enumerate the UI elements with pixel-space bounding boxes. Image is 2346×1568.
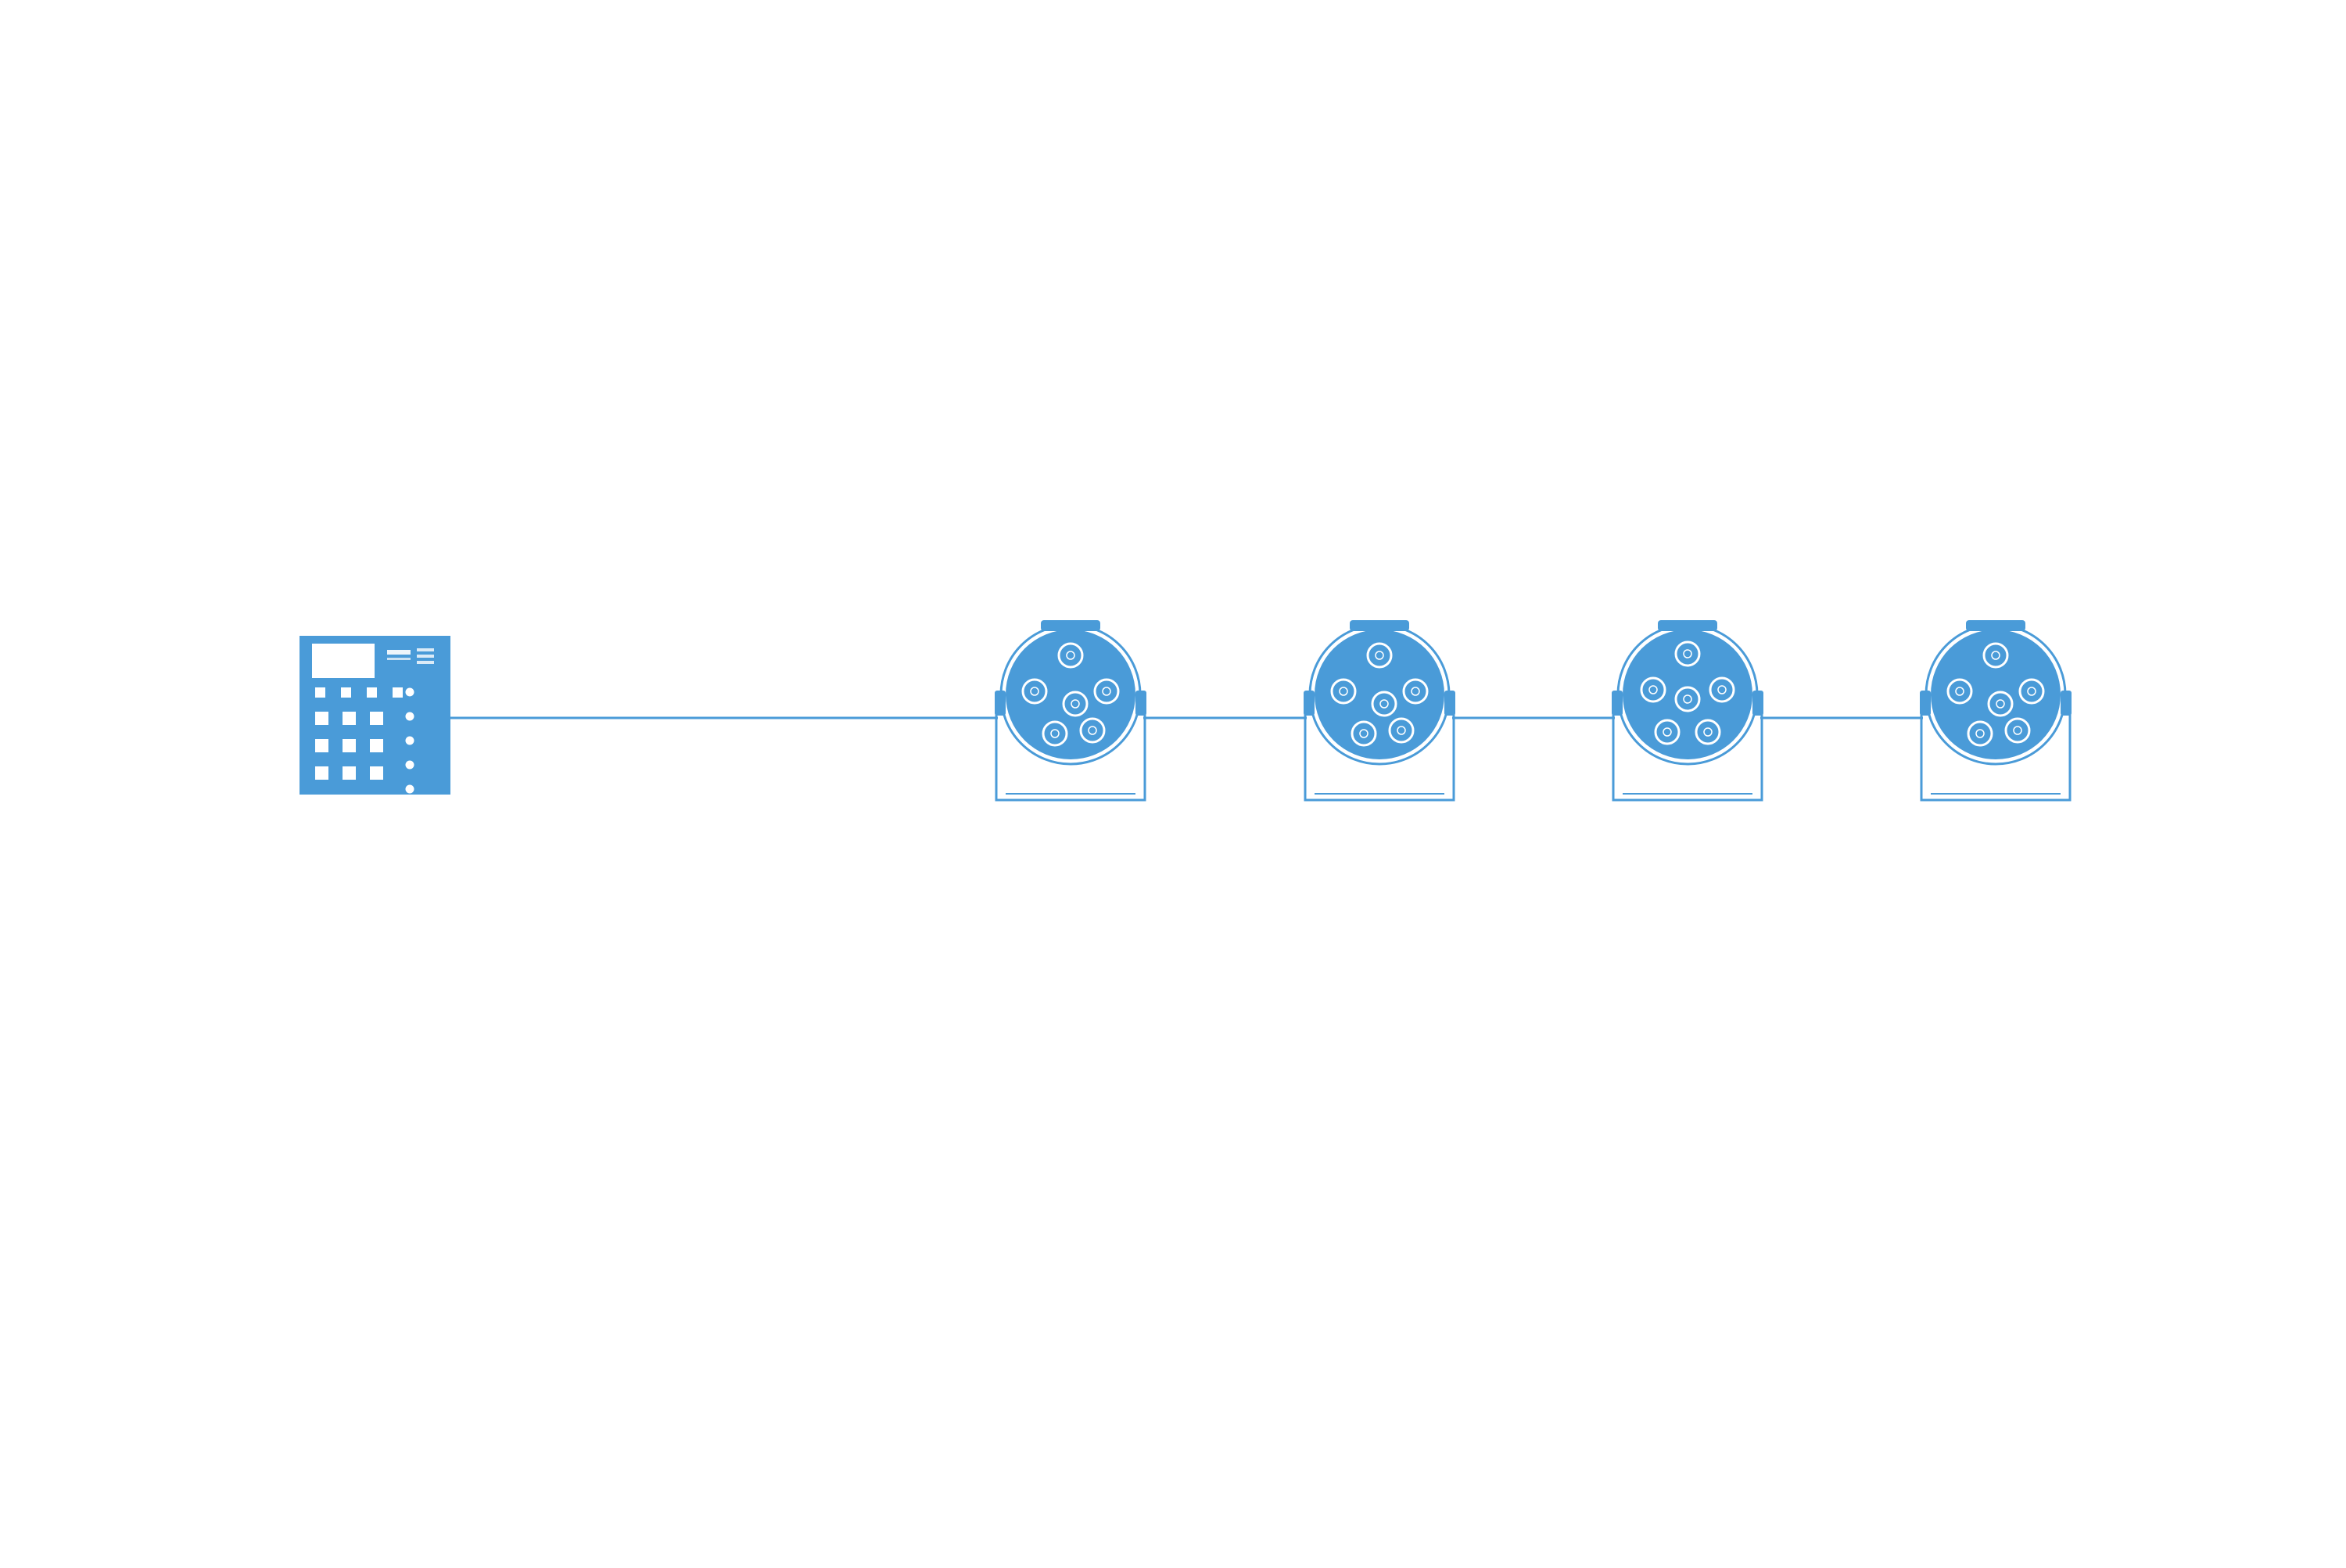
fixture-led: [1062, 691, 1089, 717]
fixture-led: [1674, 686, 1701, 712]
fixture-led: [1057, 642, 1084, 669]
fixture-head: [1931, 630, 2061, 759]
fixture-bracket: [1920, 702, 2072, 802]
fixture-led: [1093, 678, 1120, 705]
fixture-led-inner: [2013, 726, 2022, 735]
fixture-led: [1654, 719, 1681, 745]
fixture-led-inner: [1071, 699, 1080, 709]
controller-button: [370, 739, 383, 752]
fixture-led-inner: [1648, 685, 1658, 694]
controller-button: [367, 687, 377, 698]
led-par-light-icon: [1920, 620, 2072, 802]
fixture-led-inner: [1683, 649, 1692, 658]
fixture-led: [2004, 717, 2031, 744]
fixture-led: [1695, 719, 1721, 745]
fixture-top-tab: [1966, 620, 2025, 631]
fixture-led: [1021, 678, 1048, 705]
fixture-head: [1315, 630, 1444, 759]
fixture-head: [1006, 630, 1135, 759]
controller-indicator-dot: [405, 687, 414, 697]
controller-button: [343, 739, 356, 752]
fixture-led: [1371, 691, 1397, 717]
fixture-led: [1982, 642, 2009, 669]
led-par-light-icon: [1612, 620, 1763, 802]
controller-indicator-dot: [405, 760, 414, 770]
controller-logo-mark: [417, 648, 434, 651]
controller-button: [315, 687, 325, 698]
fixture-led: [1079, 717, 1106, 744]
fixture-led-inner: [2027, 687, 2036, 696]
fixture-led-inner: [1703, 727, 1713, 737]
fixture-bracket: [995, 702, 1146, 802]
controller-button: [370, 712, 383, 725]
controller-display: [312, 644, 375, 678]
fixture-led-inner: [1102, 687, 1111, 696]
controller-indicator-dot: [405, 784, 414, 794]
fixture-led-inner: [1379, 699, 1389, 709]
fixture-led: [1709, 676, 1735, 703]
controller-button: [315, 739, 328, 752]
fixture-led-inner: [1955, 687, 1964, 696]
fixture-led-inner: [1991, 651, 2000, 660]
fixture-led: [2018, 678, 2045, 705]
controller-button: [393, 687, 403, 698]
controller-indicator-dot: [405, 712, 414, 721]
fixture-led-inner: [1030, 687, 1039, 696]
fixture-group: [995, 620, 2072, 802]
fixture-led: [1042, 720, 1068, 747]
dmx-controller-icon: [300, 636, 450, 795]
controller-button: [343, 766, 356, 780]
fixture-top-tab: [1658, 620, 1717, 631]
fixture-led-inner: [1339, 687, 1348, 696]
controller-logo-mark: [417, 661, 434, 664]
fixture-led: [1330, 678, 1357, 705]
fixture-led: [1388, 717, 1415, 744]
fixture-led-inner: [1717, 685, 1727, 694]
led-par-light-icon: [1304, 620, 1455, 802]
controller-button: [343, 712, 356, 725]
controller-logo-mark: [417, 655, 434, 658]
controller-button: [370, 766, 383, 780]
led-par-light-icon: [995, 620, 1146, 802]
fixture-bracket: [1612, 702, 1763, 802]
fixture-led-inner: [1359, 729, 1368, 738]
controller-button: [315, 712, 328, 725]
controller-button: [341, 687, 351, 698]
fixture-led-inner: [1411, 687, 1420, 696]
fixture-top-tab: [1350, 620, 1409, 631]
fixture-led: [1351, 720, 1377, 747]
fixture-head: [1623, 630, 1752, 759]
fixture-led: [1402, 678, 1429, 705]
fixture-led-inner: [1683, 694, 1692, 704]
fixture-led-inner: [1066, 651, 1075, 660]
fixture-led-inner: [1375, 651, 1384, 660]
fixture-led-inner: [1397, 726, 1406, 735]
fixture-led: [1946, 678, 1973, 705]
controller-indicator-dot: [405, 736, 414, 745]
fixture-led-inner: [1088, 726, 1097, 735]
fixture-led: [1987, 691, 2014, 717]
fixture-bracket: [1304, 702, 1455, 802]
controller-logo-mark: [387, 650, 411, 655]
controller-logo-mark: [387, 658, 411, 660]
fixture-led: [1640, 676, 1666, 703]
fixture-led: [1366, 642, 1393, 669]
fixture-led-inner: [1996, 699, 2005, 709]
fixture-led: [1674, 640, 1701, 667]
controller-button: [315, 766, 328, 780]
fixture-top-tab: [1041, 620, 1100, 631]
fixture-led-inner: [1975, 729, 1985, 738]
fixture-led-inner: [1050, 729, 1060, 738]
fixture-led: [1967, 720, 1993, 747]
fixture-led-inner: [1663, 727, 1672, 737]
